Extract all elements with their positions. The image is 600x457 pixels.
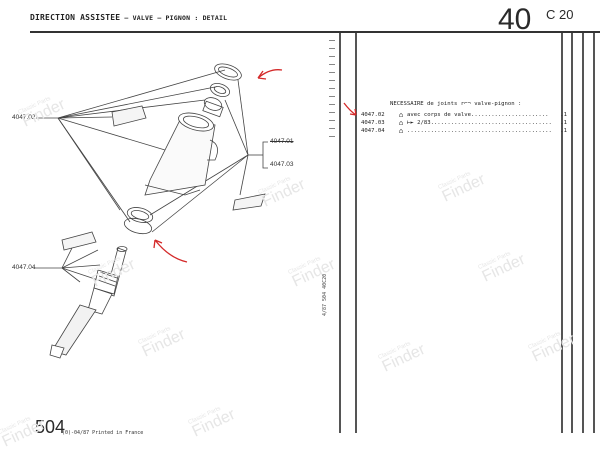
column-line bbox=[339, 33, 341, 433]
part-desc: ⊢► 2/83.................................… bbox=[407, 120, 552, 126]
footer-model-number: 504 bbox=[35, 417, 66, 437]
callout-4047-04: 4047.04 bbox=[12, 264, 36, 271]
part-symbol-icon: ⌂ bbox=[398, 111, 404, 119]
margin-tick bbox=[329, 96, 335, 97]
column-line bbox=[355, 33, 357, 433]
part-qty: .1 bbox=[560, 120, 567, 126]
column-line bbox=[561, 33, 563, 433]
callout-4047-03: 4047.03 bbox=[270, 161, 294, 168]
part-symbol-icon: ⌂ bbox=[398, 127, 404, 135]
annotation-arrow-icon bbox=[153, 69, 357, 263]
title-main: DIRECTION ASSISTEE bbox=[30, 13, 121, 22]
header-divider bbox=[30, 31, 600, 33]
part-ref: 4047.04 bbox=[361, 128, 385, 134]
margin-tick bbox=[329, 136, 335, 137]
margin-tick bbox=[329, 80, 335, 81]
part-ref: 4047.02 bbox=[361, 112, 385, 118]
title-sub: – VALVE – PIGNON : DETAIL bbox=[120, 14, 228, 22]
margin-tick bbox=[329, 56, 335, 57]
margin-tick bbox=[329, 120, 335, 121]
margin-tick bbox=[329, 72, 335, 73]
page-title: DIRECTION ASSISTEE – VALVE – PIGNON : DE… bbox=[30, 13, 227, 22]
margin-tick bbox=[329, 104, 335, 105]
parts-row: 4047.04 ⌂ ..............................… bbox=[361, 127, 567, 135]
footer-print-info: (0)-04/87 Printed in France bbox=[62, 430, 144, 436]
margin-tick bbox=[329, 48, 335, 49]
parts-row: 4047.02 ⌂ avec corps de valve...........… bbox=[361, 111, 567, 119]
parts-row: 4047.03 ⌂ ⊢► 2/83.......................… bbox=[361, 119, 567, 127]
margin-tick bbox=[329, 112, 335, 113]
column-line bbox=[571, 33, 573, 433]
column-line bbox=[582, 33, 584, 433]
side-reference-code: 4/87 504 40C20 bbox=[322, 273, 328, 316]
margin-tick bbox=[329, 64, 335, 65]
callout-4047-01: 4047.01 bbox=[270, 138, 294, 145]
section-code: C 20 bbox=[546, 7, 574, 22]
part-desc: ........................................… bbox=[407, 128, 552, 134]
margin-tick bbox=[329, 40, 335, 41]
parts-list-heading: NECESSAIRE de joints r⌐¬ valve-pignon : bbox=[390, 101, 522, 107]
callout-4047-02: 4047.02 bbox=[12, 114, 36, 121]
margin-tick bbox=[329, 128, 335, 129]
part-desc: avec corps de valve.....................… bbox=[407, 112, 549, 118]
section-number: 40 bbox=[498, 3, 532, 36]
margin-tick bbox=[329, 88, 335, 89]
part-qty: .1 bbox=[560, 128, 567, 134]
part-qty: .1 bbox=[560, 112, 567, 118]
part-ref: 4047.03 bbox=[361, 120, 385, 126]
column-line bbox=[593, 33, 595, 433]
part-symbol-icon: ⌂ bbox=[398, 119, 404, 127]
